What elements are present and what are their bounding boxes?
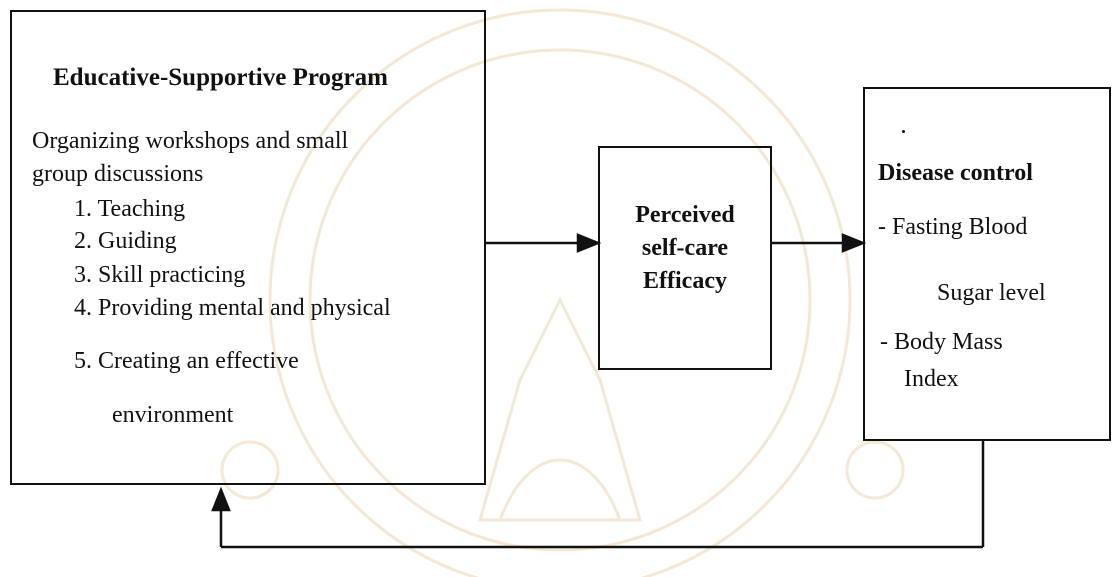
program-item-3: 3. Skill practicing [74, 262, 246, 288]
efficacy-box [598, 146, 772, 370]
control-item1-line1: - Fasting Blood [878, 214, 1028, 240]
program-item-1: 1. Teaching [74, 196, 186, 222]
program-item-2: 2. Guiding [74, 228, 177, 254]
program-item-4: 4. Providing mental and physical [74, 295, 391, 321]
stray-dot [902, 130, 905, 133]
program-item-5: 5. Creating an effective [74, 348, 299, 374]
control-item2-line2: Index [904, 366, 959, 392]
disease-control-box [863, 87, 1111, 441]
efficacy-line3: Efficacy [643, 268, 727, 294]
program-item-5-continuation: environment [112, 402, 234, 428]
arrowhead-control [841, 233, 867, 253]
efficacy-line2: self-care [641, 235, 729, 261]
efficacy-line1: Perceived [635, 202, 735, 228]
program-intro-line1: Organizing workshops and small [32, 128, 349, 154]
program-title: Educative-Supportive Program [53, 64, 388, 91]
control-item2-line1: - Body Mass [880, 329, 1003, 355]
control-title: Disease control [878, 160, 1033, 186]
arrowhead-program [211, 486, 231, 512]
program-intro-line2: group discussions [32, 161, 204, 187]
control-item1-line2: Sugar level [937, 280, 1046, 306]
arrowhead-efficacy [576, 233, 602, 253]
program-box [10, 10, 486, 485]
